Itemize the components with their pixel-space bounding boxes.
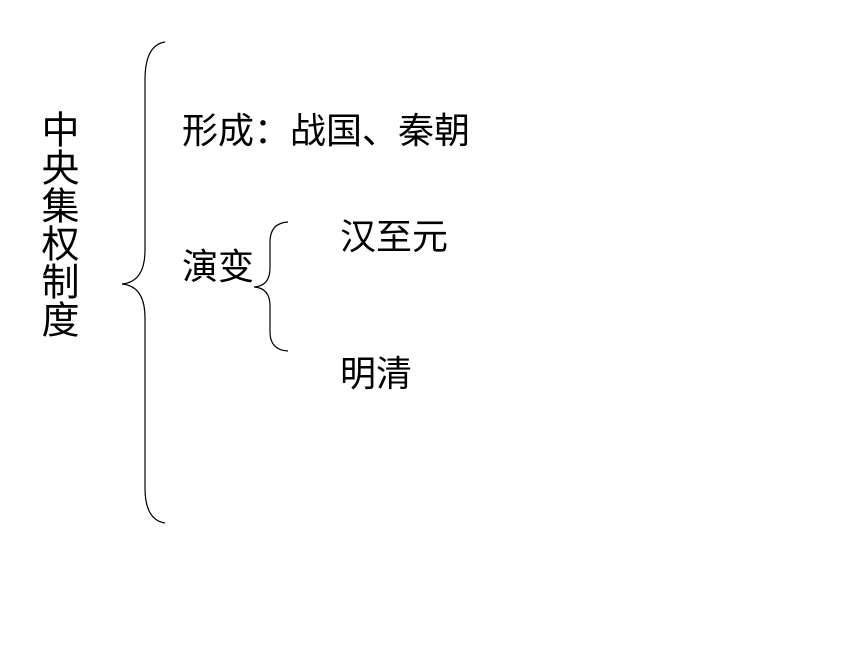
evolution-child-han-yuan: 汉至元 bbox=[340, 217, 449, 258]
main-brace bbox=[121, 41, 166, 524]
evolution-brace bbox=[253, 221, 289, 352]
root-title: 中央集权制度 bbox=[35, 110, 79, 338]
evolution-label: 演变 bbox=[182, 247, 255, 288]
evolution-child-ming-qing: 明清 bbox=[340, 354, 413, 395]
formation-label: 形成：战国、秦朝 bbox=[182, 111, 471, 152]
